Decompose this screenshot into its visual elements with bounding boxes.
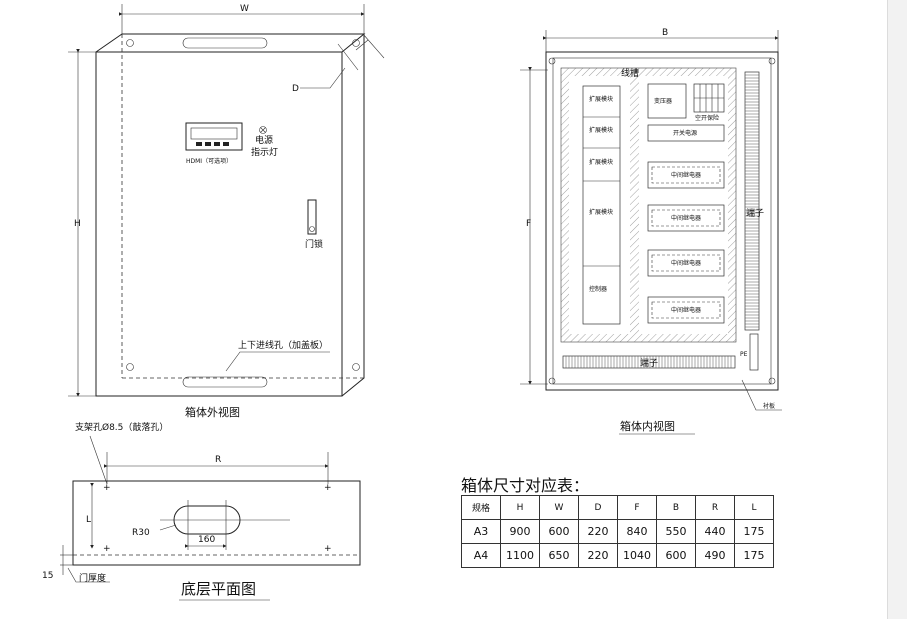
relay-label-2: 中间继电器 [671, 214, 701, 222]
door-lock-label: 门锁 [305, 238, 323, 250]
inner-view-caption: 箱体内视图 [620, 419, 675, 433]
table-cell: 600 [539, 519, 579, 544]
relay-row-3: 中间继电器 [647, 249, 725, 277]
duct-label: 线槽 [621, 67, 639, 79]
table-cell: 550 [656, 519, 696, 544]
header-cell: W [539, 495, 579, 520]
module-4: 扩展模块 [589, 208, 613, 216]
slot-radius: R30 [132, 528, 150, 538]
power-led-label-1: 电源 [255, 134, 273, 146]
spec-table-header-row: 规格 H W D F B R L [461, 495, 774, 520]
table-cell: 490 [695, 543, 735, 568]
dim-r-label: R [215, 455, 221, 465]
module-3: 扩展模块 [589, 158, 613, 166]
door-thickness-label: 门厚度 [79, 572, 106, 584]
table-cell: 220 [578, 519, 618, 544]
table-cell: 900 [500, 519, 540, 544]
module-1: 扩展模块 [589, 95, 613, 103]
spec-table-title: 箱体尺寸对应表： [461, 476, 590, 495]
header-cell: D [578, 495, 618, 520]
hole-mark-bl: + [103, 544, 111, 554]
display-caption: HDMI（可选项） [186, 157, 232, 165]
table-cell: 440 [695, 519, 735, 544]
relay-label-1: 中间继电器 [671, 171, 701, 179]
hole-label: 支架孔Ø8.5（敲落孔） [75, 421, 168, 433]
relay-row-2: 中间继电器 [647, 204, 725, 232]
header-cell: L [734, 495, 774, 520]
table-cell: A3 [461, 519, 501, 544]
backplate-label: 衬板 [763, 402, 775, 410]
door-thickness-value: 15 [42, 571, 53, 581]
table-cell: 840 [617, 519, 657, 544]
dim-f-label: F [526, 219, 531, 229]
power-led-label-2: 指示灯 [251, 146, 278, 158]
header-cell: R [695, 495, 735, 520]
spec-table: 规格 H W D F B R L A3 900 600 220 840 550 … [461, 495, 774, 568]
relay-row-1: 中间继电器 [647, 161, 725, 189]
table-cell: 600 [656, 543, 696, 568]
outer-view-caption: 箱体外视图 [185, 405, 240, 419]
hole-mark-br: + [324, 544, 332, 554]
bottom-view-caption: 底层平面图 [181, 580, 256, 598]
header-cell: B [656, 495, 696, 520]
relay-row-4: 中间继电器 [647, 296, 725, 324]
inner-view: B F 线槽 扩展模块 扩展模块 扩展模块 扩展模块 控制器 变压器 [520, 28, 782, 435]
dim-l-label: L [86, 515, 91, 525]
table-cell: 220 [578, 543, 618, 568]
dim-b-label: B [662, 28, 668, 38]
terminal-strip-right [745, 74, 759, 328]
table-cell: 1040 [617, 543, 657, 568]
header-cell: 规格 [461, 495, 501, 520]
table-row: A3 900 600 220 840 550 440 175 [461, 519, 774, 544]
table-cell: 1100 [500, 543, 540, 568]
pe-label: PE [740, 351, 748, 358]
header-cell: F [617, 495, 657, 520]
cable-hole-label: 上下进线孔（加盖板） [238, 339, 328, 351]
dim-d-label: D [292, 84, 299, 94]
transformer-label: 变压器 [654, 97, 672, 105]
hole-mark-tr: + [324, 483, 332, 493]
terminal-strip-bottom [565, 356, 732, 368]
dim-h-label: H [74, 219, 81, 229]
window-edge [887, 0, 907, 619]
table-cell: 175 [734, 519, 774, 544]
relay-label-3: 中间继电器 [671, 259, 701, 267]
header-cell: H [500, 495, 540, 520]
table-cell: 175 [734, 543, 774, 568]
table-row: A4 1100 650 220 1040 600 490 175 [461, 543, 774, 568]
dim-w-label: W [240, 4, 249, 14]
terminal-right-label: 端子 [746, 207, 764, 219]
switch-power-label: 开关电源 [673, 129, 697, 137]
outer-view: W D H HDMI（可选项 [68, 4, 385, 419]
hole-mark-tl: + [103, 483, 111, 493]
relay-label-4: 中间继电器 [671, 306, 701, 314]
bottom-view: 支架孔Ø8.5（敲落孔） R + + + + L R30 160 15 门厚度 [42, 421, 361, 601]
slot-length: 160 [198, 535, 215, 545]
table-cell: A4 [461, 543, 501, 568]
module-2: 扩展模块 [589, 126, 613, 134]
breaker-icon [694, 84, 724, 112]
terminal-bottom-label: 端子 [640, 357, 658, 369]
controller: 控制器 [589, 285, 607, 293]
breaker-label: 空开保险 [695, 114, 719, 122]
table-cell: 650 [539, 543, 579, 568]
